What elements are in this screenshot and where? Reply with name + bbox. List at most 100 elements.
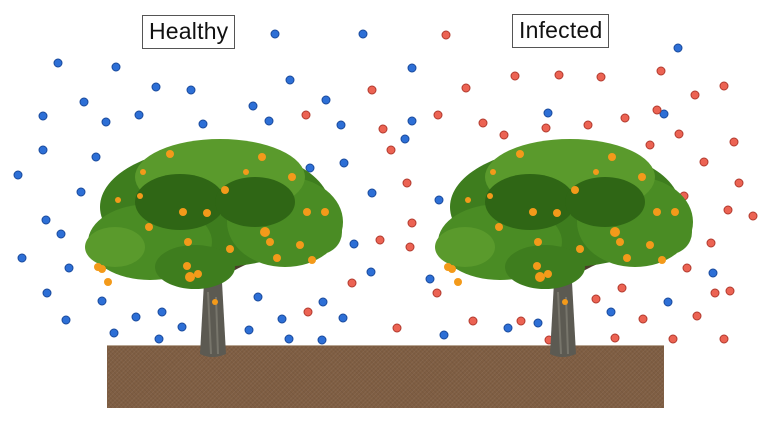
healthy-orange-tree-icon	[80, 132, 350, 357]
infected-particle-dot	[719, 334, 729, 344]
healthy-particle-dot	[61, 315, 71, 325]
healthy-particle-dot	[101, 117, 111, 127]
infected-particle-dot	[692, 311, 702, 321]
infected-particle-dot	[347, 278, 357, 288]
healthy-particle-dot	[56, 229, 66, 239]
infected-particle-dot	[748, 211, 758, 221]
healthy-particle-dot	[663, 297, 673, 307]
infected-particle-dot	[610, 333, 620, 343]
healthy-particle-dot	[151, 82, 161, 92]
healthy-particle-dot	[321, 95, 331, 105]
infected-particle-dot	[432, 288, 442, 298]
healthy-particle-dot	[38, 111, 48, 121]
healthy-particle-dot	[76, 187, 86, 197]
healthy-particle-dot	[17, 253, 27, 263]
healthy-particle-dot	[358, 29, 368, 39]
healthy-particle-dot	[134, 110, 144, 120]
healthy-particle-dot	[434, 195, 444, 205]
healthy-particle-dot	[673, 43, 683, 53]
infected-particle-dot	[620, 113, 630, 123]
infected-particle-dot	[367, 85, 377, 95]
infected-particle-dot	[591, 294, 601, 304]
infected-particle-dot	[690, 90, 700, 100]
healthy-particle-dot	[407, 116, 417, 126]
infected-label: Infected	[512, 14, 610, 48]
healthy-particle-dot	[109, 328, 119, 338]
infected-particle-dot	[719, 81, 729, 91]
healthy-particle-dot	[270, 29, 280, 39]
soil-bed	[107, 345, 664, 408]
healthy-particle-dot	[264, 116, 274, 126]
healthy-particle-dot	[533, 318, 543, 328]
infected-particle-dot	[652, 105, 662, 115]
healthy-particle-dot	[111, 62, 121, 72]
healthy-label: Healthy	[142, 15, 236, 49]
infected-particle-dot	[723, 205, 733, 215]
healthy-particle-dot	[186, 85, 196, 95]
infected-particle-dot	[499, 130, 509, 140]
infected-particle-dot	[516, 316, 526, 326]
healthy-particle-dot	[503, 323, 513, 333]
infected-particle-dot	[441, 30, 451, 40]
infected-particle-dot	[402, 178, 412, 188]
healthy-particle-dot	[79, 97, 89, 107]
healthy-particle-dot	[366, 267, 376, 277]
healthy-particle-dot	[13, 170, 23, 180]
infected-particle-dot	[301, 110, 311, 120]
healthy-particle-dot	[318, 297, 328, 307]
healthy-particle-dot	[339, 158, 349, 168]
healthy-particle-dot	[91, 152, 101, 162]
healthy-particle-dot	[253, 292, 263, 302]
infected-particle-dot	[656, 66, 666, 76]
infected-particle-dot	[710, 288, 720, 298]
healthy-particle-dot	[708, 268, 718, 278]
healthy-particle-dot	[543, 108, 553, 118]
healthy-particle-dot	[38, 145, 48, 155]
healthy-particle-dot	[367, 188, 377, 198]
healthy-particle-dot	[407, 63, 417, 73]
orange-tree-icon	[85, 139, 343, 357]
healthy-particle-dot	[425, 274, 435, 284]
healthy-particle-dot	[131, 312, 141, 322]
healthy-particle-dot	[284, 334, 294, 344]
infected-particle-dot	[478, 118, 488, 128]
infected-particle-dot	[725, 286, 735, 296]
healthy-particle-dot	[336, 120, 346, 130]
healthy-particle-dot	[97, 296, 107, 306]
healthy-particle-dot	[606, 307, 616, 317]
healthy-particle-dot	[157, 307, 167, 317]
infected-particle-dot	[510, 71, 520, 81]
orange-tree-icon	[435, 139, 693, 357]
healthy-particle-dot	[439, 330, 449, 340]
infected-particle-dot	[734, 178, 744, 188]
infected-particle-dot	[405, 242, 415, 252]
infected-particle-dot	[729, 137, 739, 147]
infected-particle-dot	[392, 323, 402, 333]
infected-particle-dot	[468, 316, 478, 326]
healthy-particle-dot	[248, 101, 258, 111]
infected-particle-dot	[375, 235, 385, 245]
healthy-particle-dot	[400, 134, 410, 144]
infected-particle-dot	[617, 283, 627, 293]
healthy-particle-dot	[42, 288, 52, 298]
infected-particle-dot	[433, 110, 443, 120]
infected-particle-dot	[554, 70, 564, 80]
healthy-particle-dot	[53, 58, 63, 68]
healthy-particle-dot	[285, 75, 295, 85]
infected-particle-dot	[668, 334, 678, 344]
healthy-particle-dot	[177, 322, 187, 332]
healthy-particle-dot	[277, 314, 287, 324]
infected-particle-dot	[674, 129, 684, 139]
healthy-particle-dot	[317, 335, 327, 345]
infected-particle-dot	[596, 72, 606, 82]
healthy-particle-dot	[244, 325, 254, 335]
infected-particle-dot	[682, 263, 692, 273]
healthy-particle-dot	[338, 313, 348, 323]
healthy-particle-dot	[659, 109, 669, 119]
infected-orange-tree-icon	[430, 132, 700, 357]
healthy-particle-dot	[198, 119, 208, 129]
healthy-particle-dot	[64, 263, 74, 273]
infected-particle-dot	[541, 123, 551, 133]
infected-particle-dot	[583, 120, 593, 130]
healthy-particle-dot	[41, 215, 51, 225]
